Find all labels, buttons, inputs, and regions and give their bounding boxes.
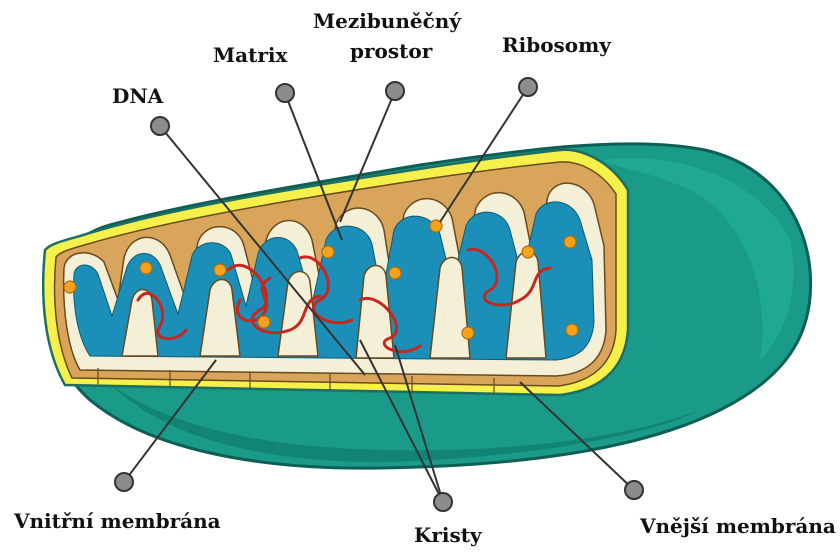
ribosome xyxy=(566,324,578,336)
knob-ribosomes xyxy=(519,78,537,96)
ribosome xyxy=(258,316,270,328)
knob-dna xyxy=(151,117,169,135)
knob-intermembrane xyxy=(386,82,404,100)
knob-cristae xyxy=(434,493,452,511)
label-outer-membrane: Vnější membrána xyxy=(639,514,836,538)
ribosome xyxy=(140,262,152,274)
knob-matrix xyxy=(276,84,294,102)
label-dna: DNA xyxy=(112,84,164,108)
ribosome xyxy=(64,281,76,293)
label-intermembrane-line2: prostor xyxy=(350,39,433,63)
label-intermembrane-line1: Mezibuněčný xyxy=(313,9,462,33)
label-inner-membrane: Vnitřní membrána xyxy=(13,509,221,533)
ribosome xyxy=(522,246,534,258)
label-matrix: Matrix xyxy=(213,43,288,67)
label-cristae: Kristy xyxy=(414,523,483,547)
knob-outer-membrane xyxy=(625,481,643,499)
label-ribosomes: Ribosomy xyxy=(502,33,612,57)
ribosome xyxy=(564,236,576,248)
ribosome xyxy=(462,327,474,339)
ribosome xyxy=(322,246,334,258)
ribosome xyxy=(389,267,401,279)
knob-inner-membrane xyxy=(115,473,133,491)
ribosome xyxy=(214,264,226,276)
